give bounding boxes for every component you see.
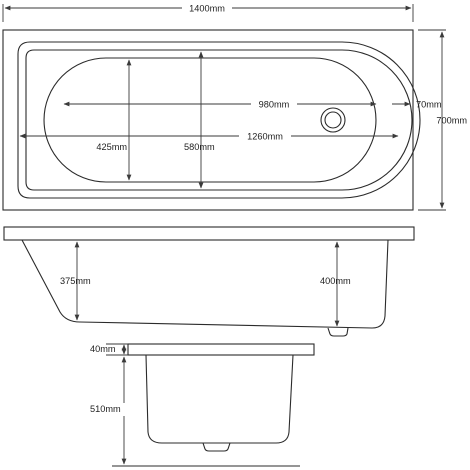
label-rim-to-waste: 70mm	[416, 100, 442, 110]
side-waste-outlet	[327, 327, 349, 337]
plan-outer-rim	[2, 29, 414, 211]
label-inner-flat-width: 425mm	[96, 142, 127, 152]
end-waste-outlet	[202, 442, 231, 452]
label-depth-head: 400mm	[320, 276, 351, 286]
dimension-lines	[2, 4, 446, 465]
plan-view	[2, 29, 421, 211]
side-bath-body	[21, 239, 389, 329]
side-view	[3, 226, 415, 337]
end-rim	[127, 343, 315, 356]
plan-waste-outer	[320, 107, 346, 133]
label-overall-length: 1400mm	[189, 4, 225, 14]
label-inner-width: 580mm	[184, 142, 215, 152]
dimension-labels: 1400mm 700mm 980mm 1260mm 70mm 425mm 580…	[60, 2, 469, 416]
side-rim	[3, 226, 415, 241]
plan-bath-floor	[43, 57, 377, 183]
plan-inner-bowl	[25, 49, 413, 191]
label-rim-thickness: 40mm	[90, 344, 116, 354]
plan-rim-edge	[17, 41, 421, 199]
end-view	[112, 343, 315, 467]
end-bath-body	[145, 354, 294, 444]
label-height: 510mm	[90, 404, 121, 414]
label-inner-length: 1260mm	[247, 132, 283, 142]
label-overall-width: 700mm	[436, 116, 467, 126]
label-inner-flat-length: 980mm	[259, 100, 290, 110]
plan-waste-inner	[324, 111, 342, 129]
label-depth-foot: 375mm	[60, 276, 91, 286]
